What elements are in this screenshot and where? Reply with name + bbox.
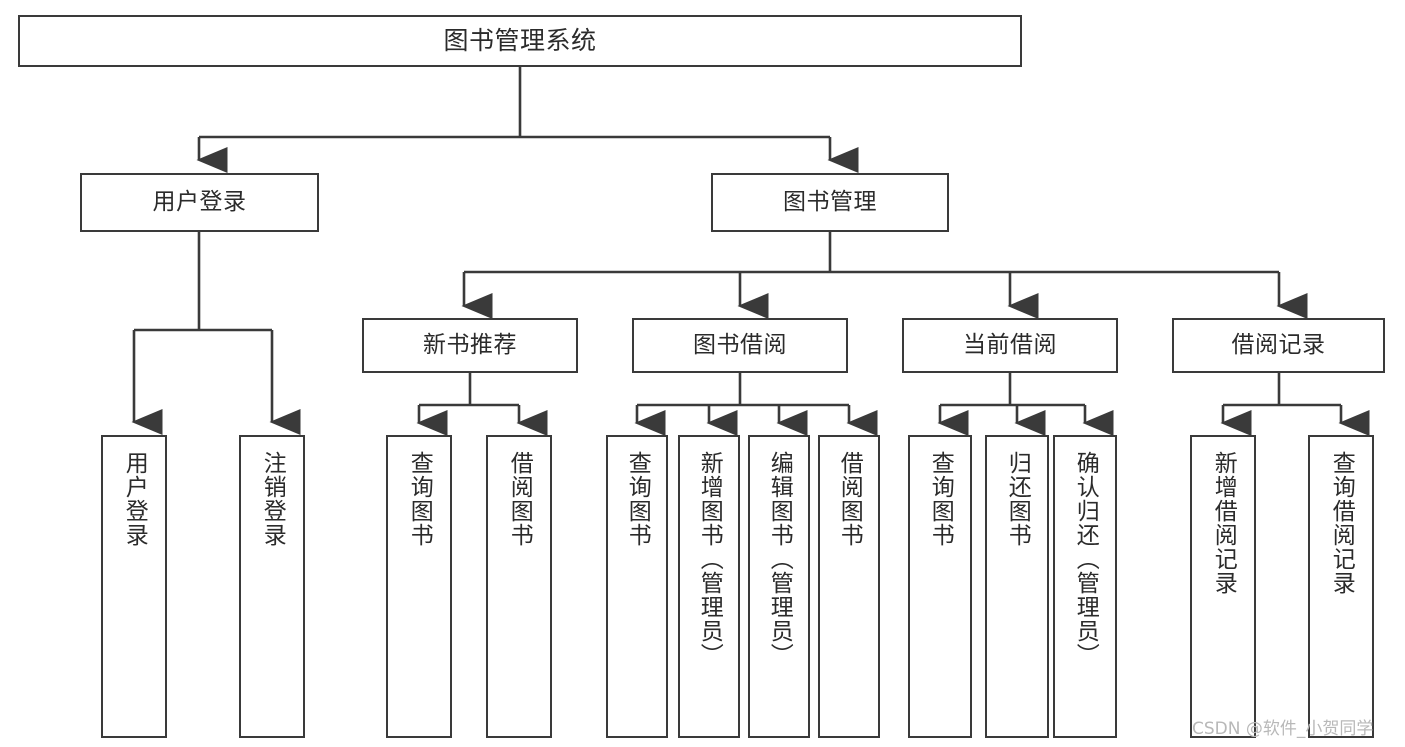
node-current-borrow-label: 当前借阅 — [963, 331, 1057, 358]
node-leaf-add-record-label: 新增借阅记录 — [1210, 451, 1237, 595]
node-leaf-logout-label: 注销登录 — [259, 451, 286, 547]
node-borrow-record-label: 借阅记录 — [1231, 331, 1326, 358]
node-new-book-recommend-label: 新书推荐 — [423, 331, 517, 358]
node-leaf-query-record-label: 查询借阅记录 — [1328, 451, 1355, 595]
csdn-watermark: CSDN @软件_小贺同学 — [1192, 719, 1374, 739]
node-leaf-return-book[interactable]: 归还图书 — [985, 435, 1049, 738]
node-leaf-add-book[interactable]: 新增图书（管理员） — [678, 435, 740, 738]
node-leaf-query-book-3[interactable]: 查询图书 — [908, 435, 972, 738]
node-leaf-user-login-label: 用户登录 — [121, 451, 148, 547]
node-book-borrow[interactable]: 图书借阅 — [632, 318, 848, 373]
node-user-login[interactable]: 用户登录 — [80, 173, 319, 232]
node-leaf-logout[interactable]: 注销登录 — [239, 435, 305, 738]
node-leaf-return-book-label: 归还图书 — [1004, 451, 1031, 547]
node-new-book-recommend[interactable]: 新书推荐 — [362, 318, 578, 373]
node-leaf-edit-book-label: 编辑图书（管理员） — [766, 451, 793, 667]
node-book-borrow-label: 图书借阅 — [693, 331, 787, 358]
node-leaf-borrow-book-1[interactable]: 借阅图书 — [486, 435, 552, 738]
node-leaf-edit-book[interactable]: 编辑图书（管理员） — [748, 435, 810, 738]
node-borrow-record[interactable]: 借阅记录 — [1172, 318, 1385, 373]
node-leaf-query-record[interactable]: 查询借阅记录 — [1308, 435, 1374, 738]
node-book-manage[interactable]: 图书管理 — [711, 173, 949, 232]
node-leaf-borrow-book-2[interactable]: 借阅图书 — [818, 435, 880, 738]
node-leaf-query-book-1-label: 查询图书 — [406, 451, 433, 547]
node-leaf-query-book-2-label: 查询图书 — [624, 451, 651, 547]
node-leaf-add-record[interactable]: 新增借阅记录 — [1190, 435, 1256, 738]
node-current-borrow[interactable]: 当前借阅 — [902, 318, 1118, 373]
node-book-manage-label: 图书管理 — [783, 188, 877, 215]
node-user-login-label: 用户登录 — [152, 188, 247, 215]
node-leaf-confirm-return-label: 确认归还（管理员） — [1072, 451, 1099, 667]
node-leaf-borrow-book-1-label: 借阅图书 — [506, 451, 533, 547]
node-leaf-confirm-return[interactable]: 确认归还（管理员） — [1053, 435, 1117, 738]
node-leaf-query-book-1[interactable]: 查询图书 — [386, 435, 452, 738]
node-leaf-query-book-3-label: 查询图书 — [927, 451, 954, 547]
node-leaf-borrow-book-2-label: 借阅图书 — [836, 451, 863, 547]
node-root[interactable]: 图书管理系统 — [18, 15, 1022, 67]
node-leaf-add-book-label: 新增图书（管理员） — [696, 451, 723, 667]
node-leaf-query-book-2[interactable]: 查询图书 — [606, 435, 668, 738]
node-root-label: 图书管理系统 — [443, 26, 597, 56]
node-leaf-user-login[interactable]: 用户登录 — [101, 435, 167, 738]
